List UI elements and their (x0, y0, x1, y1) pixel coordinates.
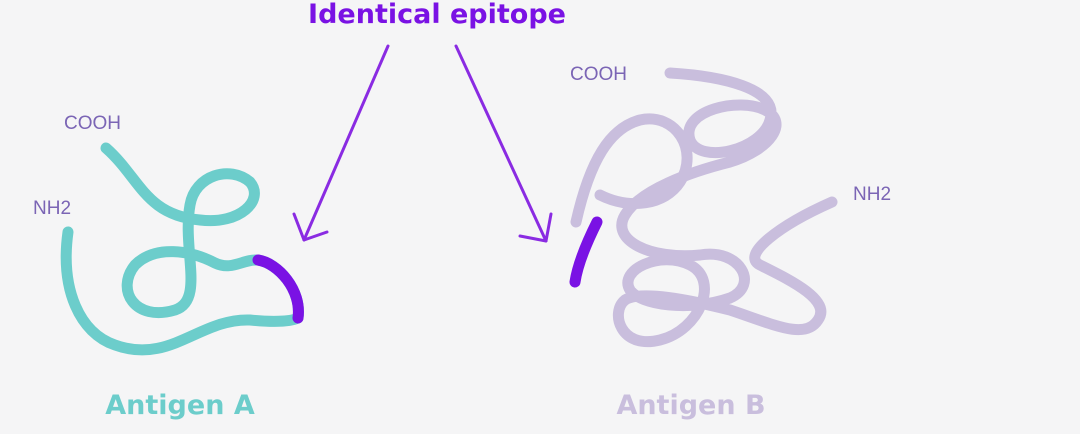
antigen-b-cooh-label: COOH (570, 64, 627, 85)
antigen-a-nh2-label: NH2 (33, 198, 71, 219)
antigen-b-epitope (569, 216, 603, 288)
antigen-a-epitope (252, 254, 304, 324)
antigen-b-nh2-label: NH2 (853, 184, 891, 205)
arrow-to-antigen-b (454, 44, 553, 243)
diagram-title: Identical epitope (308, 0, 566, 30)
antigen-a-label: Antigen A (105, 390, 255, 421)
antigen-b-strand (569, 67, 838, 348)
antigen-b-chain (612, 67, 838, 348)
antigen-a-strand (60, 142, 304, 356)
antigen-b-chain-loop (570, 113, 693, 228)
antigen-a-chain (60, 142, 304, 356)
antigen-a-cooh-label: COOH (64, 113, 121, 134)
arrow-to-antigen-a (292, 44, 390, 242)
antigen-b-label: Antigen B (616, 390, 765, 421)
